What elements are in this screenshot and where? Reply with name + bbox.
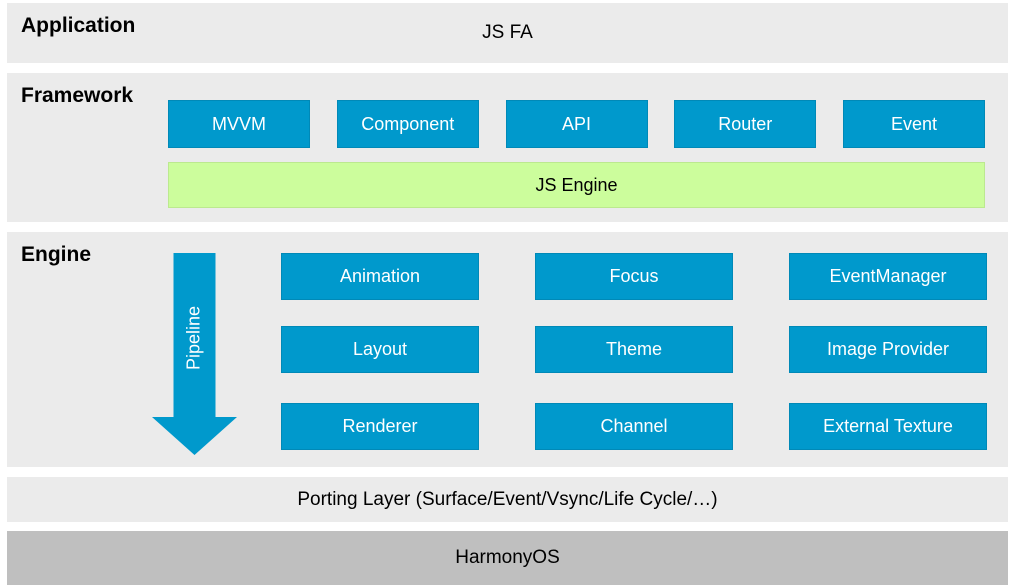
engine-box-focus: Focus <box>535 253 733 300</box>
application-layer-label: Application <box>21 14 136 37</box>
engine-box-image-provider: Image Provider <box>789 326 987 373</box>
pipeline-label: Pipeline <box>183 305 204 371</box>
framework-box-component: Component <box>336 100 479 148</box>
porting-layer-label: Porting Layer (Surface/Event/Vsync/Life … <box>297 488 718 510</box>
engine-box-renderer: Renderer <box>281 403 479 450</box>
framework-layer-label: Framework <box>21 84 134 107</box>
pipeline-arrow: Pipeline <box>152 253 237 455</box>
js-engine-bar: JS Engine <box>168 162 985 208</box>
framework-layer: Framework MVVM Component API Router Even… <box>7 73 1008 222</box>
framework-box-row: MVVM Component API Router Event <box>168 100 985 148</box>
harmonyos-label: HarmonyOS <box>455 547 560 568</box>
pipeline-arrow-shape <box>152 253 237 455</box>
porting-layer: Porting Layer (Surface/Event/Vsync/Life … <box>7 477 1008 522</box>
framework-box-event: Event <box>843 100 985 148</box>
js-fa-label: JS FA <box>482 22 533 43</box>
engine-box-external-texture: External Texture <box>789 403 987 450</box>
application-layer: Application JS FA <box>7 3 1008 63</box>
engine-box-eventmanager: EventManager <box>789 253 987 300</box>
framework-box-router: Router <box>674 100 817 148</box>
engine-box-layout: Layout <box>281 326 479 373</box>
engine-layer-label: Engine <box>21 243 92 266</box>
framework-box-mvvm: MVVM <box>168 100 310 148</box>
framework-box-api: API <box>505 100 648 148</box>
engine-layer: Engine Pipeline Animation Focus EventMan… <box>7 232 1008 467</box>
engine-box-channel: Channel <box>535 403 733 450</box>
engine-box-animation: Animation <box>281 253 479 300</box>
engine-box-theme: Theme <box>535 326 733 373</box>
harmonyos-layer: HarmonyOS <box>7 531 1008 585</box>
